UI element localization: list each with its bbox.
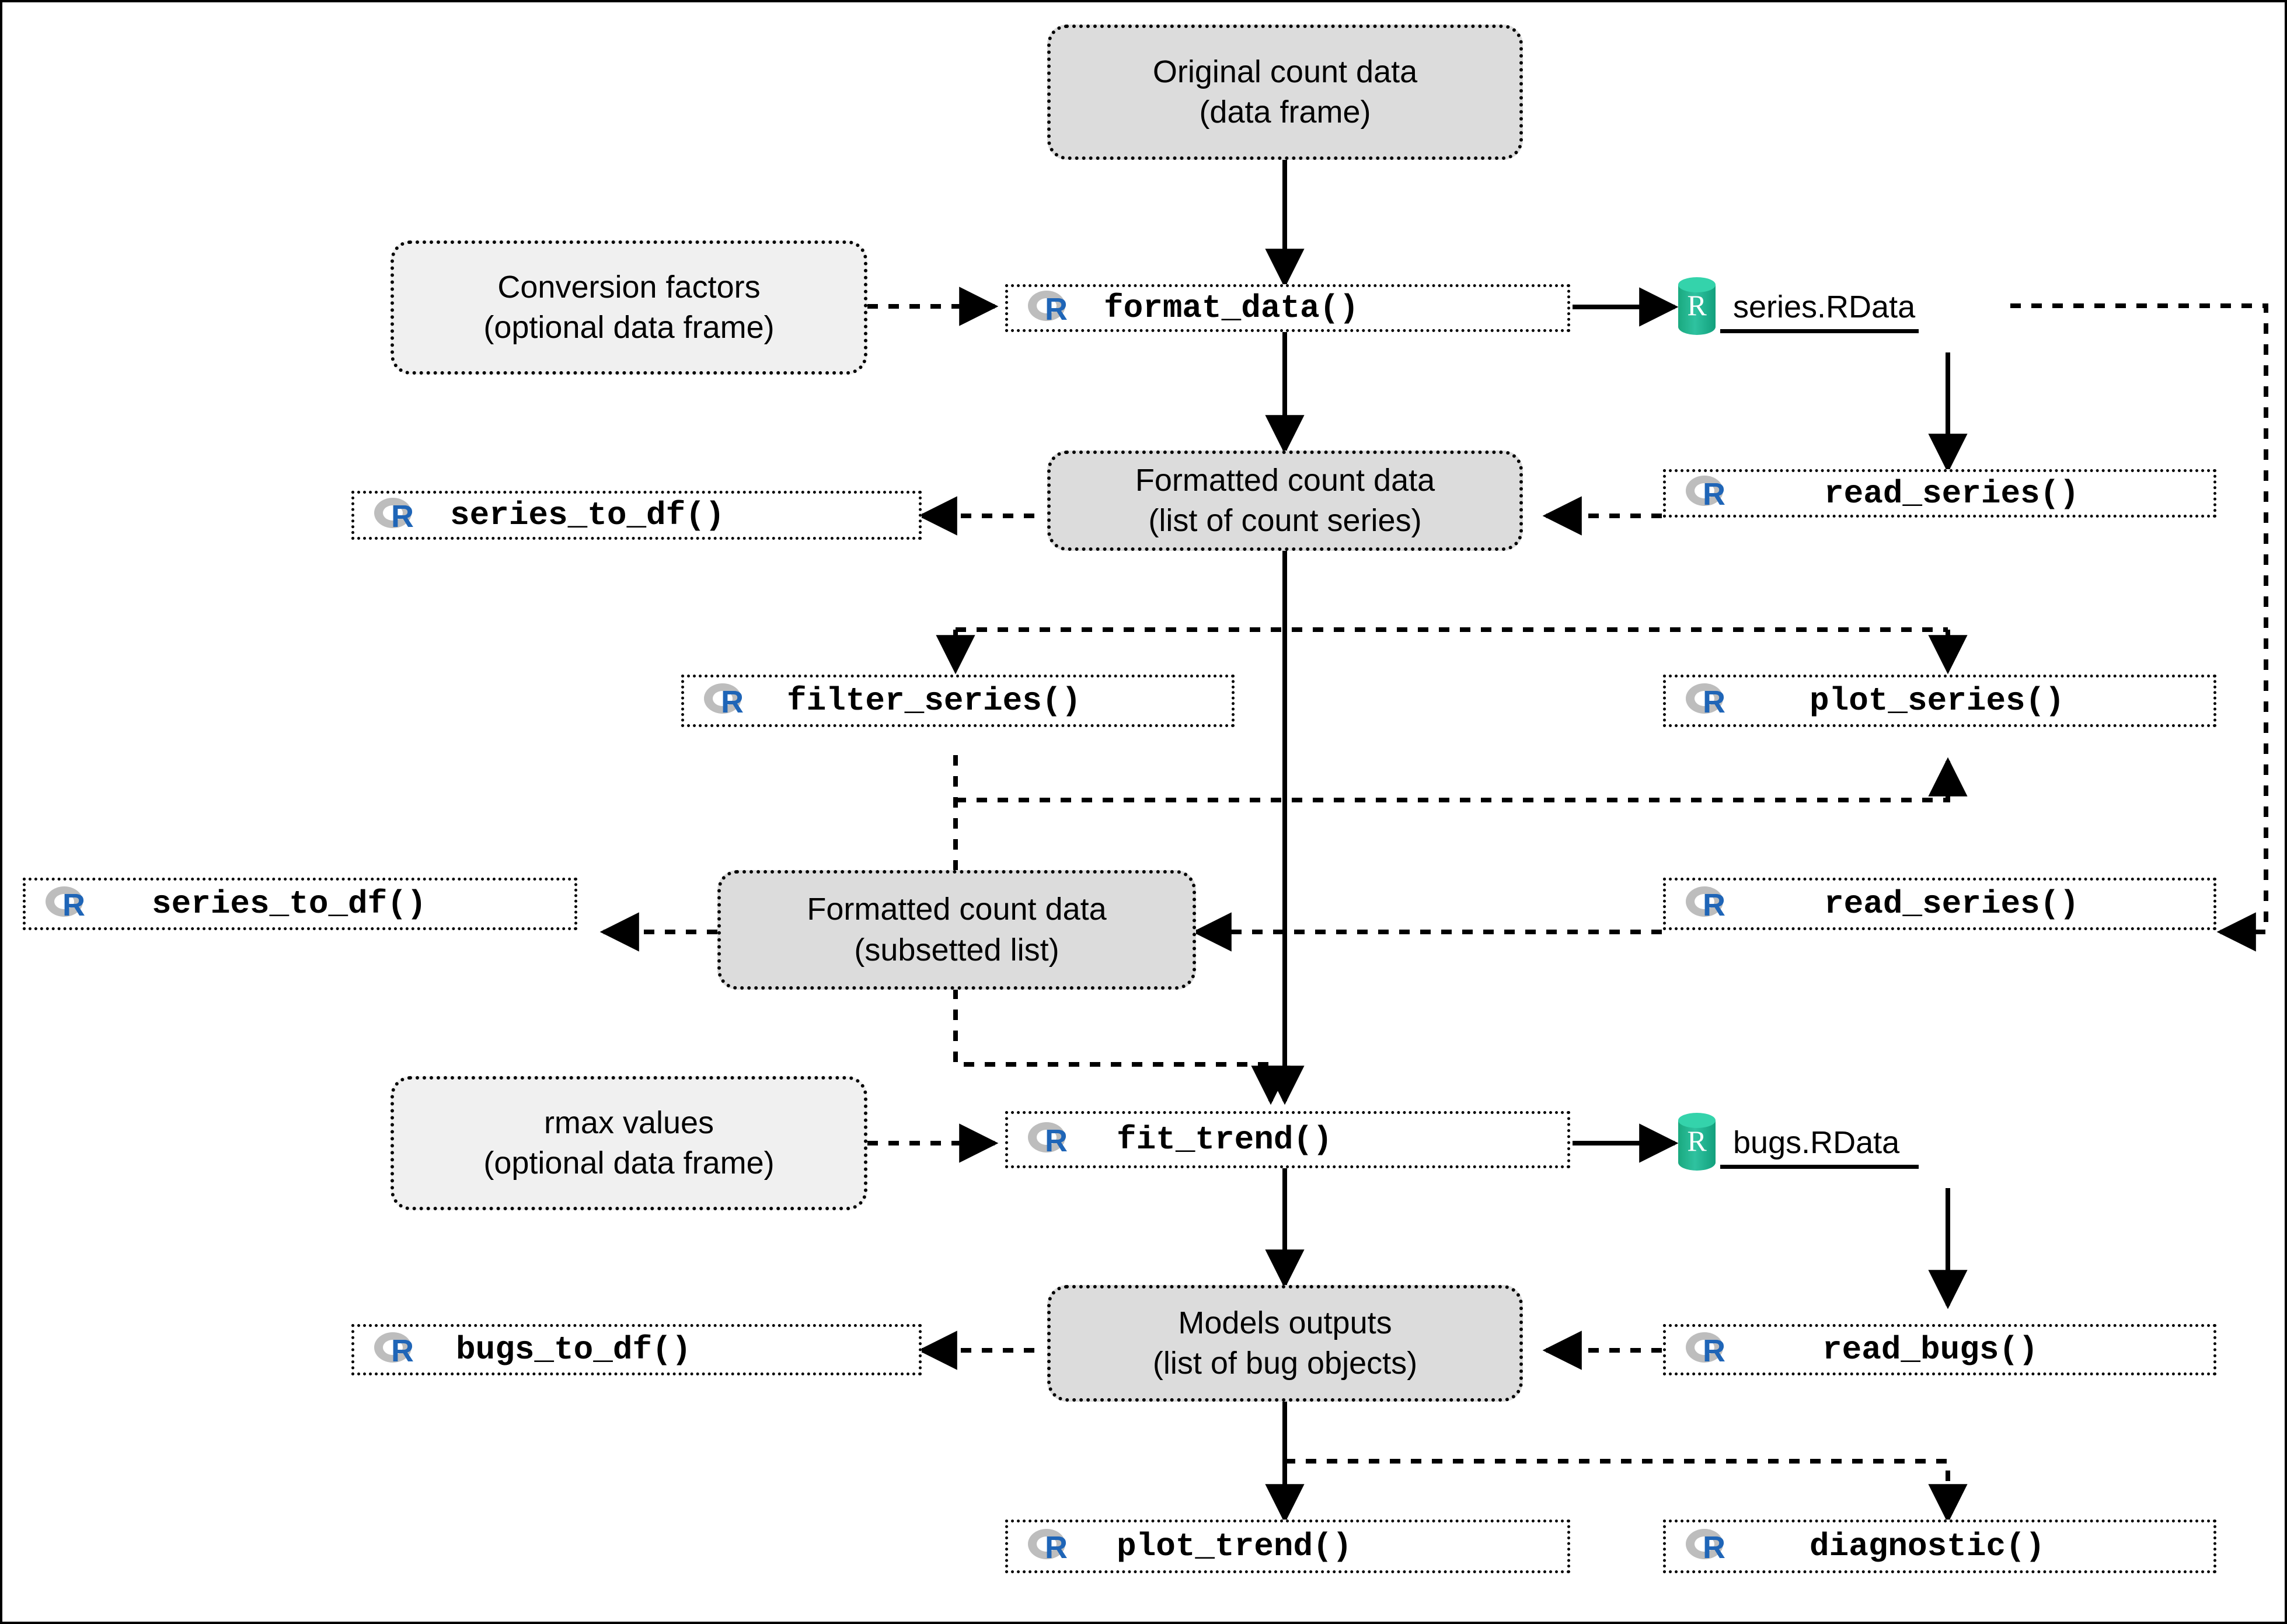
r-logo-icon: R [702,680,752,722]
data-node-original-count-data: Original count data (data frame) [1047,25,1523,160]
function-node-plot-series[interactable]: R plot_series() [1663,675,2216,727]
svg-text:R: R [391,1333,414,1368]
data-node-rmax-values: rmax values (optional data frame) [391,1076,867,1210]
node-line-1: Formatted count data [807,892,1107,927]
svg-text:R: R [1703,684,1725,720]
svg-text:R: R [1687,289,1707,322]
svg-text:R: R [1703,888,1725,923]
svg-text:R: R [1703,1530,1725,1565]
r-logo-icon: R [1683,1525,1734,1568]
data-node-formatted-count-data-full: Formatted count data (list of count seri… [1047,450,1523,551]
svg-text:R: R [1703,1333,1725,1368]
r-logo-icon: R [372,494,422,537]
r-logo-icon: R [1683,472,1734,515]
file-underline [1720,1165,1919,1169]
node-line-1: Conversion factors [497,269,761,305]
node-line-2: (optional data frame) [483,310,775,345]
data-node-formatted-count-data-subset: Formatted count data (subsetted list) [717,870,1196,990]
file-node-series-rdata[interactable]: R series.RData [1675,275,1978,338]
function-node-diagnostic[interactable]: R diagnostic() [1663,1520,2216,1573]
r-logo-icon: R [1026,287,1076,330]
file-label: bugs.RData [1733,1125,1900,1160]
function-label: series_to_df() [152,885,427,923]
svg-text:R: R [1703,477,1725,512]
function-label: format_data() [1104,289,1359,327]
svg-text:R: R [1687,1124,1707,1157]
function-label: filter_series() [787,682,1082,720]
svg-text:R: R [721,684,744,720]
svg-text:R: R [1045,1530,1068,1565]
function-label: read_series() [1824,474,2079,512]
rdata-cylinder-icon: R [1675,1111,1719,1175]
function-label: fit_trend() [1117,1121,1333,1158]
r-logo-icon: R [1683,680,1734,722]
function-label: series_to_df() [450,497,725,534]
node-line-2: (optional data frame) [483,1145,775,1181]
node-line-2: (list of bug objects) [1152,1346,1418,1381]
function-label: bugs_to_df() [456,1331,692,1368]
file-underline [1720,329,1919,333]
svg-text:R: R [391,499,414,534]
r-logo-icon: R [1026,1119,1076,1161]
node-line-1: Models outputs [1178,1305,1392,1340]
r-logo-icon: R [1026,1525,1076,1568]
r-logo-icon: R [372,1329,422,1371]
node-line-2: (subsetted list) [854,932,1059,968]
r-logo-icon: R [43,883,93,925]
data-node-models-outputs: Models outputs (list of bug objects) [1047,1285,1523,1402]
function-label: plot_series() [1810,682,2065,720]
data-node-conversion-factors: Conversion factors (optional data frame) [391,240,867,375]
r-logo-icon: R [1683,883,1734,925]
file-label: series.RData [1733,289,1916,324]
svg-text:R: R [1045,292,1068,327]
function-node-read-series-2[interactable]: R read_series() [1663,878,2216,930]
function-node-read-series-1[interactable]: R read_series() [1663,469,2216,518]
function-node-series-to-df-2[interactable]: R series_to_df() [23,878,577,930]
svg-text:R: R [1045,1123,1068,1158]
node-line-2: (list of count series) [1148,503,1422,538]
function-label: read_bugs() [1822,1331,2038,1368]
function-node-fit-trend[interactable]: R fit_trend() [1005,1111,1570,1168]
function-node-filter-series[interactable]: R filter_series() [681,675,1235,727]
function-node-bugs-to-df[interactable]: R bugs_to_df() [351,1324,922,1375]
rdata-cylinder-icon: R [1675,275,1719,339]
function-node-format-data[interactable]: R format_data() [1005,284,1570,332]
node-line-1: Original count data [1152,54,1418,89]
function-label: diagnostic() [1810,1528,2045,1565]
function-node-plot-trend[interactable]: R plot_trend() [1005,1520,1570,1573]
function-label: plot_trend() [1117,1528,1352,1565]
node-line-2: (data frame) [1199,95,1371,130]
function-node-read-bugs[interactable]: R read_bugs() [1663,1324,2216,1375]
file-node-bugs-rdata[interactable]: R bugs.RData [1675,1111,1978,1174]
function-label: read_series() [1824,885,2079,923]
r-logo-icon: R [1683,1329,1734,1371]
function-node-series-to-df-1[interactable]: R series_to_df() [351,491,922,540]
node-line-1: Formatted count data [1135,462,1435,498]
svg-text:R: R [62,888,85,923]
node-line-1: rmax values [543,1105,714,1140]
